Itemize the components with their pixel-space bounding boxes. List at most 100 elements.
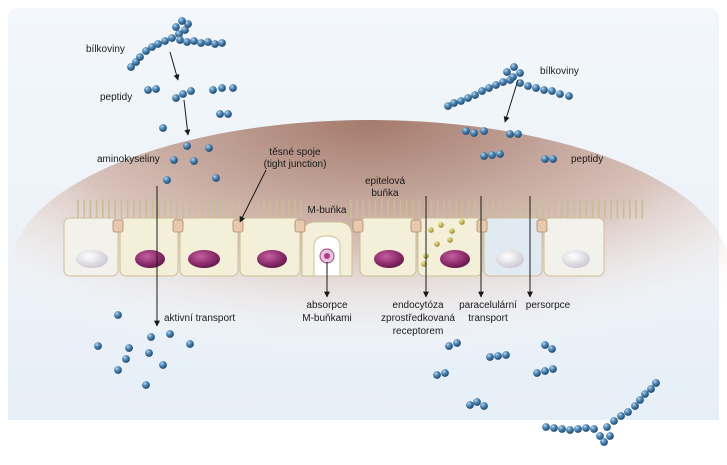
amino-acid-bead [541, 155, 549, 163]
amino-acid-bead [510, 63, 518, 71]
amino-acid-bead [610, 417, 618, 425]
tight-junction [476, 219, 488, 233]
cell-nucleus [496, 250, 524, 268]
amino-acid-bead [548, 87, 556, 95]
amino-acid-bead [548, 345, 556, 353]
amino-acid-bead [181, 26, 189, 34]
amino-acid-bead [541, 341, 549, 349]
amino-acid-bead [506, 130, 514, 138]
endocytic-vesicle [459, 219, 465, 225]
cell-nucleus [76, 250, 108, 268]
amino-acid-bead [184, 20, 192, 28]
amino-acid-bead [178, 17, 186, 25]
label-epithelial-2: buňka [371, 188, 399, 199]
amino-acid-bead [542, 423, 550, 431]
amino-acid-bead [94, 342, 102, 350]
endocytic-vesicle [447, 237, 453, 243]
label-m-absorption-1: absorpce [306, 300, 348, 311]
amino-acid-bead [154, 40, 162, 48]
amino-acid-bead [168, 34, 176, 42]
amino-acid-bead [229, 84, 237, 92]
amino-acid-bead [216, 110, 224, 118]
label-active-transport: aktivní transport [164, 313, 235, 324]
amino-acid-bead [462, 127, 470, 135]
amino-acid-bead [212, 174, 220, 182]
amino-acid-bead [641, 390, 649, 398]
amino-acid-bead [647, 385, 655, 393]
arrow-protein-to-peptide-right [503, 79, 519, 123]
amino-acid-bead [176, 36, 184, 44]
amino-acid-bead [159, 361, 167, 369]
amino-acid-bead [514, 130, 522, 138]
amino-acid-bead [183, 38, 191, 46]
tight-junction [410, 219, 422, 233]
amino-acid-bead [159, 124, 167, 132]
label-amino-acids: aminokyseliny [97, 154, 160, 165]
amino-acid-bead [549, 365, 557, 373]
tight-junction [112, 219, 124, 233]
amino-acid-bead [197, 39, 205, 47]
amino-acid-bead [488, 151, 496, 159]
label-endocytosis-1: endocytóza [392, 300, 444, 311]
epithelial-layer [63, 217, 605, 277]
arrow-tight-junction [239, 169, 267, 223]
label-epithelial-1: epitelová [365, 176, 405, 187]
amino-acid-bead [152, 85, 160, 93]
label-proteins-right: bílkoviny [540, 66, 579, 77]
amino-acid-bead [163, 176, 171, 184]
amino-acid-bead [444, 102, 452, 110]
amino-acid-bead [582, 424, 590, 432]
amino-acid-bead [574, 425, 582, 433]
amino-acid-bead [532, 84, 540, 92]
amino-acid-bead [496, 150, 504, 158]
amino-acid-bead [127, 63, 135, 71]
amino-acid-bead [122, 355, 130, 363]
amino-acid-bead [170, 156, 178, 164]
amino-acid-bead [566, 426, 574, 434]
amino-acid-bead [142, 47, 150, 55]
amino-acid-bead [540, 86, 548, 94]
tight-junction [294, 219, 306, 233]
brush-border [77, 199, 644, 219]
amino-acid-bead [175, 30, 183, 38]
amino-acid-bead [480, 152, 488, 160]
amino-acid-bead [549, 155, 557, 163]
cell-nucleus [135, 250, 165, 268]
amino-acid-bead [464, 94, 472, 102]
arrows [154, 51, 533, 327]
amino-acid-bead [204, 38, 212, 46]
labels: bílkoviny peptidy aminokyseliny těsné sp… [86, 44, 603, 337]
cell-nucleus [440, 250, 470, 268]
amino-acid-bead [471, 91, 479, 99]
cell-nucleus [257, 250, 287, 268]
amino-acid-bead [516, 69, 524, 77]
label-m-absorption-2: M-buňkami [302, 313, 351, 324]
arrow-peptide-to-amino-left [183, 99, 191, 136]
amino-acid-bead [433, 371, 441, 379]
tight-junction [232, 219, 244, 233]
amino-acid-bead [550, 424, 558, 432]
cell-nucleus [374, 250, 404, 268]
amino-acid-bead [556, 90, 564, 98]
amino-acid-bead [224, 110, 232, 118]
amino-acid-bead [502, 351, 510, 359]
amino-acid-bead [205, 144, 213, 152]
amino-acid-bead [144, 86, 152, 94]
endocytic-vesicle [428, 227, 434, 233]
amino-acid-bead [565, 92, 573, 100]
amino-acid-bead [445, 342, 453, 350]
amino-acid-bead [470, 129, 478, 137]
label-persorption: persorpce [526, 300, 571, 311]
amino-acid-bead [606, 432, 614, 440]
amino-acid-bead [524, 82, 532, 90]
tight-junction [172, 219, 184, 233]
label-tight-junction-1: těsné spoje [269, 147, 321, 158]
arrow-protein-to-peptide-left [169, 51, 180, 81]
amino-acid-bead [478, 87, 486, 95]
amino-acid-bead [145, 349, 153, 357]
amino-acid-bead [473, 398, 481, 406]
amino-acid-bead [441, 369, 449, 377]
amino-acid-bead [172, 94, 180, 102]
amino-acid-bead [172, 23, 180, 31]
